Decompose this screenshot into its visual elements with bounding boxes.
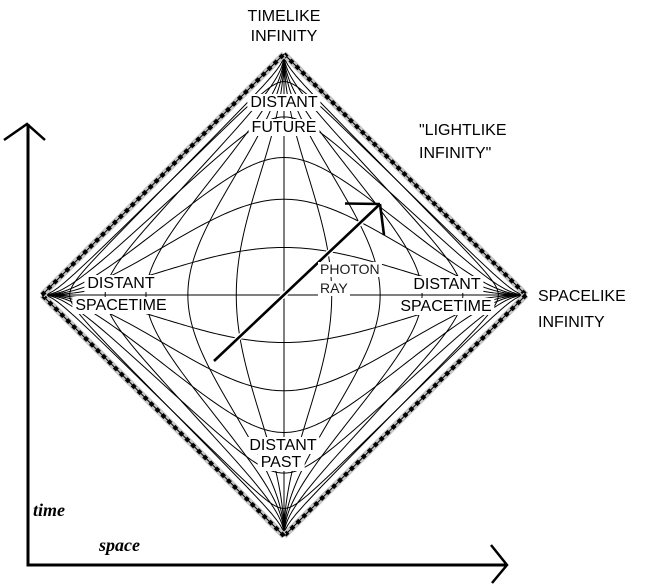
timelike-infinity-label: TIMELIKE INFINITY [247, 8, 321, 45]
photon-ray-arrowhead-barb-vertical [378, 203, 386, 236]
diamond-edge-core [41, 53, 285, 296]
spacelike-infinity-label: SPACELIKE INFINITY [538, 288, 626, 331]
grid-constant-space-curve [104, 54, 285, 536]
photon-ray-arrowhead-barb-horizontal [344, 202, 381, 206]
lightlike-infinity-label: "LIGHTLIKE INFINITY" [419, 122, 507, 162]
grid-constant-space-curve [283, 54, 499, 536]
grid-constant-time-curve [42, 294, 526, 509]
distant-spacetime-left-label-line1: DISTANT [84, 275, 158, 292]
grid-constant-time-curve [42, 81, 526, 296]
grid-constant-time-curve [42, 294, 526, 433]
grid-constant-time-curve [42, 198, 526, 296]
distant-future-label-line2: FUTURE [248, 119, 320, 136]
photon-ray-shaft [213, 204, 380, 362]
distant-past-label-line1: DISTANT [246, 437, 320, 454]
distant-spacetime-right-label-line2: SPACETIME [397, 298, 495, 315]
space-axis-label: space [99, 535, 140, 555]
distant-spacetime-right-label-line1: DISTANT [410, 276, 484, 293]
time-axis-label: time [33, 500, 65, 520]
grid-constant-space-curve [145, 54, 285, 536]
time-axis-arrowhead [3, 122, 46, 142]
grid-constant-time-curve [42, 116, 526, 296]
grid-constant-space-curve [283, 54, 464, 536]
grid-constant-space-curve [283, 54, 423, 536]
diamond-edge-core [283, 294, 527, 537]
distant-future-label-line1: DISTANT [247, 94, 321, 111]
diamond-edge-core [41, 294, 285, 537]
distant-past-label-line2: PAST [257, 454, 305, 471]
diamond-edge-core [283, 53, 527, 296]
photon-ray-label-line2: RAY [318, 280, 350, 296]
grid-constant-time-curve [42, 294, 526, 474]
grid-constant-time-curve [42, 157, 526, 296]
photon-ray-label-line1: PHOTON [318, 261, 382, 277]
grid-constant-time-curve [42, 294, 526, 392]
space-axis-arrowhead [490, 544, 509, 584]
distant-spacetime-left-label-line2: SPACETIME [72, 297, 170, 314]
